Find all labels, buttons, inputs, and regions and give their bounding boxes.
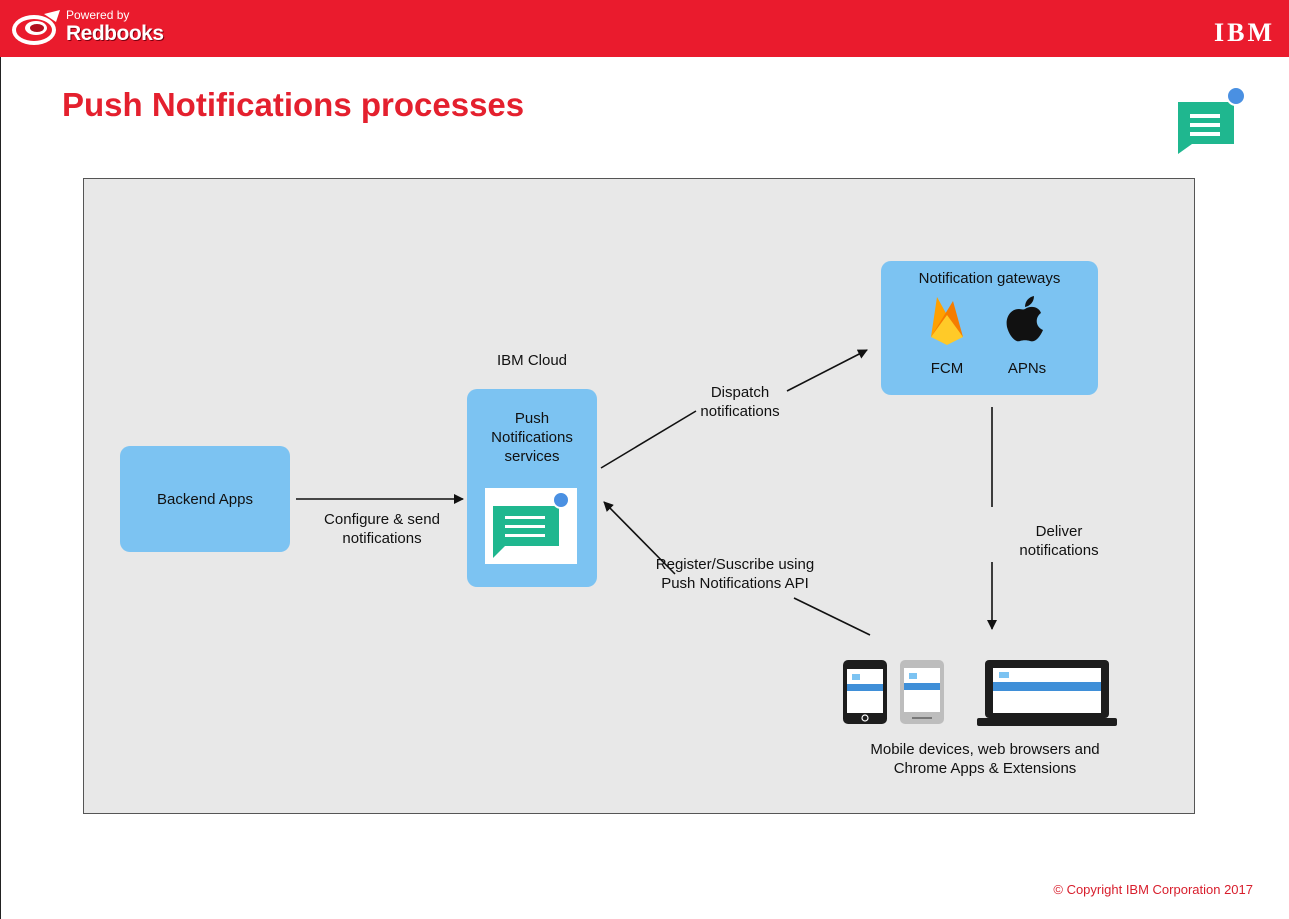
push-service-label: Push Notifications services (467, 409, 597, 466)
copyright-footer: © Copyright IBM Corporation 2017 (1053, 882, 1253, 897)
configure-send-line2: notifications (342, 530, 422, 547)
push-notifications-diagram: Backend Apps Configure & send notificati… (83, 178, 1195, 814)
configure-send-line1: Configure & send (324, 511, 440, 528)
backend-apps-label: Backend Apps (157, 491, 253, 508)
logo-powered-text: Powered by (66, 8, 130, 22)
register-label: Register/Suscribe using Push Notificatio… (640, 555, 830, 593)
dispatch-label: Dispatch notifications (680, 383, 800, 421)
header-bar: Powered by Redbooks IBM (0, 0, 1289, 57)
notification-gateways-node: Notification gateways FCM APNs (881, 261, 1098, 395)
dispatch-arrow-lower (600, 410, 697, 469)
devices-caption-line1: Mobile devices, web browsers and (870, 741, 1100, 758)
deliver-label: Deliver notifications (998, 522, 1120, 560)
apple-icon (1006, 296, 1043, 342)
redbooks-disc-icon (12, 10, 60, 45)
laptop-icon (977, 660, 1117, 726)
dispatch-arrow-upper (786, 349, 868, 392)
logo-name-text: Redbooks (66, 22, 164, 45)
chat-notification-icon (1178, 86, 1246, 154)
register-line1: Register/Suscribe using (655, 556, 815, 573)
firebase-icon (931, 297, 963, 345)
deliver-line2: notifications (1019, 542, 1099, 559)
configure-send-label: Configure & send notifications (302, 510, 462, 548)
gateways-title: Notification gateways (918, 270, 1061, 287)
android-phone-icon (843, 660, 887, 724)
backend-apps-node: Backend Apps (120, 446, 290, 552)
left-rule (0, 57, 1, 919)
devices-caption: Mobile devices, web browsers and Chrome … (820, 740, 1150, 778)
register-arrow-lower (793, 597, 871, 636)
deliver-line1: Deliver (1035, 523, 1083, 540)
ibm-logo: IBM (1214, 18, 1275, 47)
devices-caption-line2: Chrome Apps & Extensions (893, 760, 1077, 777)
register-arrow-upper (603, 501, 676, 575)
diagram-arrows (296, 349, 997, 636)
page-title: Push Notifications processes (62, 86, 525, 123)
fcm-label: FCM (930, 360, 964, 377)
push-chat-icon (485, 488, 577, 564)
register-line2: Push Notifications API (661, 575, 809, 592)
push-service-line1: Push (514, 410, 550, 427)
push-service-line3: services (504, 448, 560, 465)
dispatch-line2: notifications (700, 403, 780, 420)
push-service-node: Push Notifications services (467, 389, 597, 587)
push-service-line2: Notifications (491, 429, 573, 446)
ios-phone-icon (900, 660, 944, 724)
ibm-cloud-label: IBM Cloud (496, 352, 568, 369)
apns-label: APNs (1007, 360, 1047, 377)
redbooks-logo: Powered by Redbooks (8, 4, 164, 52)
dispatch-line1: Dispatch (710, 384, 770, 401)
